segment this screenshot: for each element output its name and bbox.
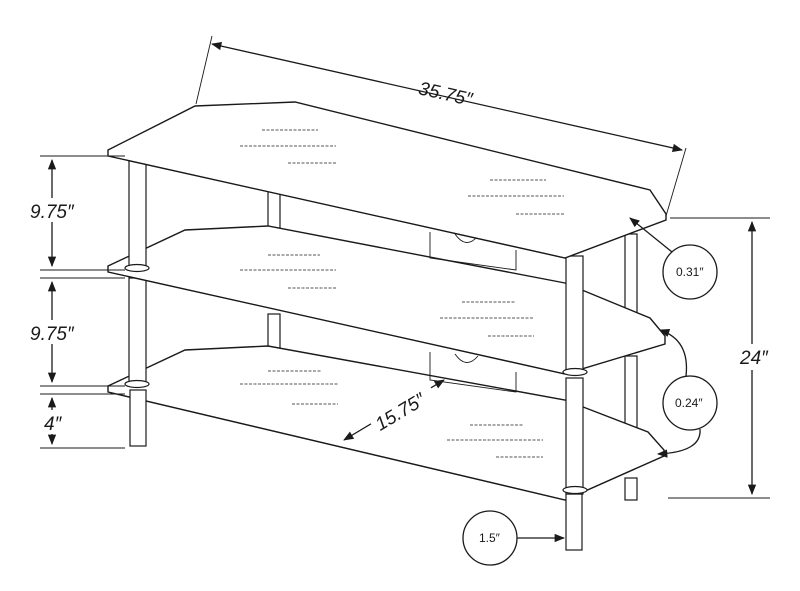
top-front-posts [124,155,588,377]
top-gap-label: 9.75″ [30,202,75,223]
shelf-thickness-callout: 0.24″ [656,329,718,458]
middle-gap-label: 9.75″ [30,324,75,345]
top-thickness-callout: 0.31″ [629,217,718,300]
shelf-gap-dimensions: 9.75″ 9.75″ 4″ [28,155,125,449]
height-dimension: 24″ [668,217,774,499]
shelf-thickness-label: 0.24″ [675,396,703,410]
back-posts [267,187,638,501]
post-diameter-label: 1.5″ [479,531,501,545]
height-label: 24″ [739,348,769,369]
width-label: 35.75″ [416,78,475,111]
middle-front-posts [124,277,588,495]
front-legs [129,389,583,551]
post-diameter-callout: 1.5″ [462,510,566,566]
leg-height-label: 4″ [44,414,63,435]
top-thickness-label: 0.31″ [676,265,704,279]
